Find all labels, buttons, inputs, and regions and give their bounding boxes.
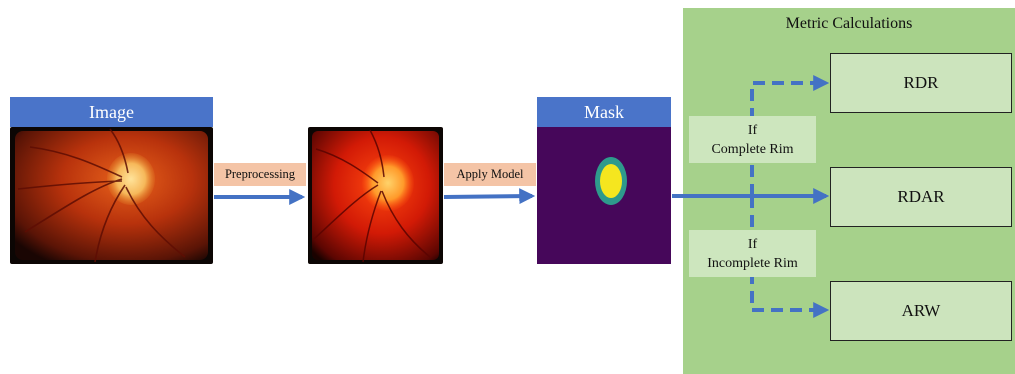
panel-title: Metric Calculations: [785, 15, 913, 32]
cup-region: [600, 164, 622, 198]
apply-model-arrow: [443, 188, 536, 205]
fundus-image: [10, 127, 213, 264]
incomplete-rim-condition: If Incomplete Rim: [689, 230, 816, 277]
incomplete-rim-text: Incomplete Rim: [707, 255, 798, 271]
rdr-dashed-arrow: [750, 75, 830, 196]
image-header: Image: [10, 97, 213, 127]
preprocessing-label: Preprocessing: [214, 163, 306, 186]
fundus-photo: [15, 128, 208, 263]
mask-image: [537, 127, 671, 264]
apply-model-label: Apply Model: [444, 163, 536, 186]
rdar-box: RDAR: [830, 167, 1012, 227]
arw-box: ARW: [830, 281, 1012, 341]
complete-rim-text: Complete Rim: [711, 141, 794, 157]
complete-rim-condition: If Complete Rim: [689, 116, 816, 163]
complete-if-text: If: [747, 122, 758, 138]
mask-header: Mask: [537, 97, 671, 127]
segmentation-mask: [595, 157, 627, 205]
preprocessed-image: [308, 127, 443, 264]
rdr-box: RDR: [830, 53, 1012, 113]
incomplete-if-text: If: [747, 236, 758, 252]
preprocessed-photo: [312, 129, 439, 263]
